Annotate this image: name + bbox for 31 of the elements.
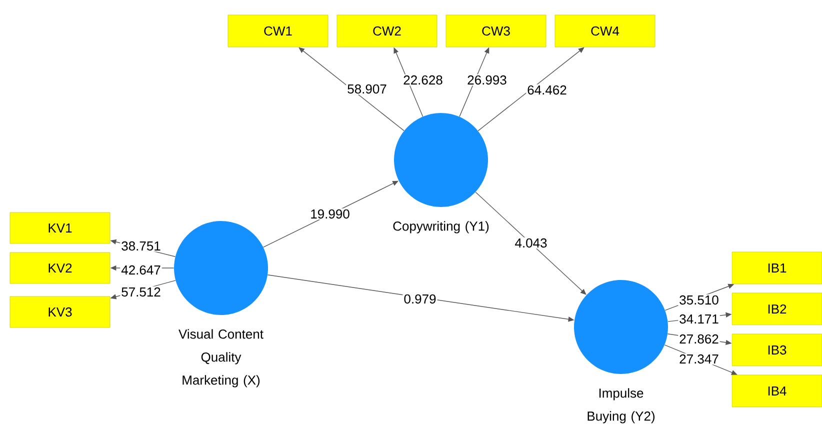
- edge-label: 64.462: [526, 84, 568, 96]
- indicator-box: CW4: [554, 14, 656, 48]
- indicator-box: IB2: [732, 292, 822, 326]
- edge-label: 42.647: [120, 264, 162, 276]
- edge-label: 19.990: [309, 208, 351, 220]
- arrow: [478, 47, 584, 132]
- edge-label: 35.510: [678, 294, 720, 306]
- indicator-box: CW3: [446, 14, 546, 48]
- construct-label: Copywriting (Y1): [393, 221, 489, 234]
- edge-label: 27.347: [678, 353, 720, 365]
- indicator-box: IB4: [732, 374, 822, 408]
- indicator-box: KV2: [10, 252, 110, 284]
- arrow: [475, 192, 586, 295]
- construct-label: Visual Content Quality Marketing (X): [178, 329, 264, 388]
- indicator-box: CW1: [228, 14, 328, 48]
- edge-label: 0.979: [402, 293, 438, 305]
- edge-label: 38.751: [120, 240, 162, 252]
- edge-label: 22.628: [402, 74, 444, 86]
- indicator-box: KV3: [10, 296, 110, 328]
- edge-label: 34.171: [678, 313, 720, 325]
- edge-label: 58.907: [346, 83, 388, 95]
- indicator-box: IB3: [732, 334, 822, 366]
- edge-label: 26.993: [466, 74, 508, 86]
- indicator-box: CW2: [336, 14, 438, 48]
- edge-label: 27.862: [678, 333, 720, 345]
- edge-label: 4.043: [514, 237, 548, 249]
- indicator-box: KV1: [10, 212, 110, 244]
- indicator-box: IB1: [732, 252, 822, 284]
- edge-label: 57.512: [120, 286, 162, 298]
- arrow: [298, 47, 404, 132]
- construct-label: Impulse Buying (Y2): [588, 388, 654, 424]
